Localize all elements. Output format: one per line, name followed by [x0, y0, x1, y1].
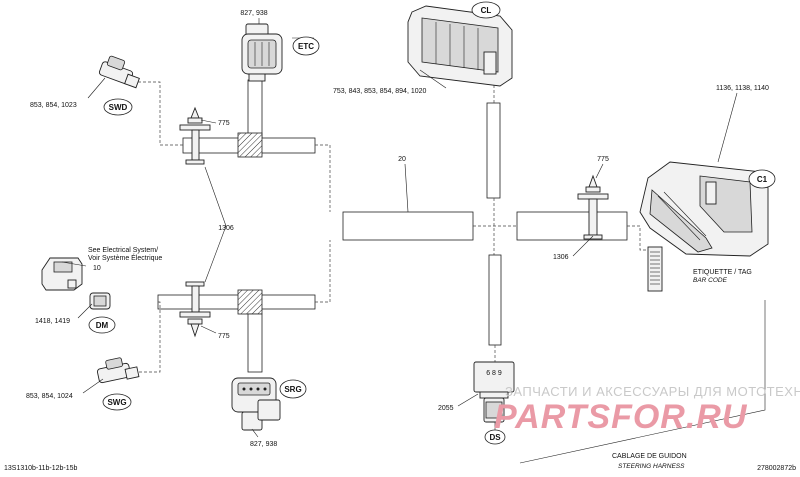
clip-right — [577, 174, 609, 240]
cl-bubble — [471, 1, 501, 19]
title-fr: CABLAGE DE GUIDON — [612, 453, 687, 460]
junction-upper — [237, 132, 263, 158]
cl-connector — [407, 5, 513, 87]
swg-connector — [97, 357, 140, 384]
c1-connector — [639, 161, 769, 257]
see-electrical-line2: Voir Système Électrique — [88, 253, 162, 262]
ds-part-label: 2055 — [438, 405, 454, 412]
etc-parts-label: 827, 938 — [240, 10, 267, 17]
dm-bubble — [88, 316, 116, 334]
main-harness — [342, 211, 474, 241]
barcode-tag — [647, 246, 663, 292]
dash-to-tag — [627, 225, 648, 251]
srg-connector — [231, 377, 281, 431]
etc-connector — [241, 23, 283, 82]
swd-bubble — [103, 98, 133, 116]
srg-label: SRG — [284, 385, 301, 394]
c1-parts-label: 1136, 1138, 1140 — [716, 85, 769, 92]
clip-lower — [179, 281, 211, 338]
tag-en-label: BAR CODE — [693, 277, 728, 284]
frame-line — [519, 300, 766, 464]
dm-label: DM — [96, 321, 109, 330]
wire-to-cl — [486, 102, 501, 199]
dm-connector-plug — [89, 292, 111, 310]
clip-lower-label: 775 — [218, 333, 230, 340]
c1-bubble — [748, 169, 776, 189]
swd-label: SWD — [109, 103, 128, 112]
clip-upper-label: 775 — [218, 120, 230, 127]
dash-lower-to-main — [315, 240, 331, 303]
wire-lower-branch — [157, 294, 316, 310]
ds-connector — [473, 361, 515, 423]
etc-bubble — [292, 36, 320, 56]
see-electrical-line1: See Electrical System/ — [88, 247, 158, 254]
dm-connector-housing — [41, 257, 83, 291]
wire-to-ds — [488, 254, 502, 346]
etc-label: ETC — [298, 42, 314, 51]
harness-wires — [138, 79, 648, 373]
dash-to-swg — [138, 301, 161, 373]
c1-label: C1 — [757, 175, 768, 184]
doc-number-right: 278002872b — [757, 465, 796, 472]
cl-label: CL — [481, 6, 492, 15]
dash-to-swd — [138, 81, 183, 146]
wire-to-srg — [247, 313, 263, 373]
srg-bubble — [279, 379, 307, 399]
tag-fr-label: ETIQUETTE / TAG — [693, 269, 752, 276]
swd-parts-label: 853, 854, 1023 — [30, 102, 77, 109]
junction-lower — [237, 289, 263, 315]
clip-upper — [179, 106, 211, 165]
dm-parts-label: 1418, 1419 — [35, 318, 70, 325]
wire-to-etc — [247, 79, 263, 139]
right-harness — [516, 211, 628, 241]
ds-number-label: 6 8 9 — [486, 370, 502, 377]
watermark-text: ЗАПЧАСТИ И АКСЕССУАРЫ ДЛЯ МОТОТЕХНИКИ — [505, 384, 800, 399]
ds-label: DS — [489, 433, 501, 442]
srg-parts-label: 827, 938 — [250, 441, 277, 448]
cl-parts-label: 753, 843, 853, 854, 894, 1020 — [333, 88, 427, 95]
tie-left-label: 1306 — [218, 225, 234, 232]
harness-label: 20 — [398, 156, 406, 163]
doc-number-left: 13S1310b-11b-12b-15b — [4, 465, 78, 472]
title-en: STEERING HARNESS — [618, 463, 685, 470]
dm-ref-label: 10 — [93, 265, 101, 272]
clip-right-label: 775 — [597, 156, 609, 163]
swd-connector — [98, 55, 140, 89]
ds-bubble — [484, 429, 506, 445]
swg-label: SWG — [107, 398, 126, 407]
swg-parts-label: 853, 854, 1024 — [26, 393, 73, 400]
dash-upper-to-main — [315, 144, 331, 212]
watermark-logo: PARTSFOR.RU — [494, 398, 748, 436]
swg-bubble — [102, 393, 132, 411]
tie-right-label: 1306 — [553, 254, 569, 261]
